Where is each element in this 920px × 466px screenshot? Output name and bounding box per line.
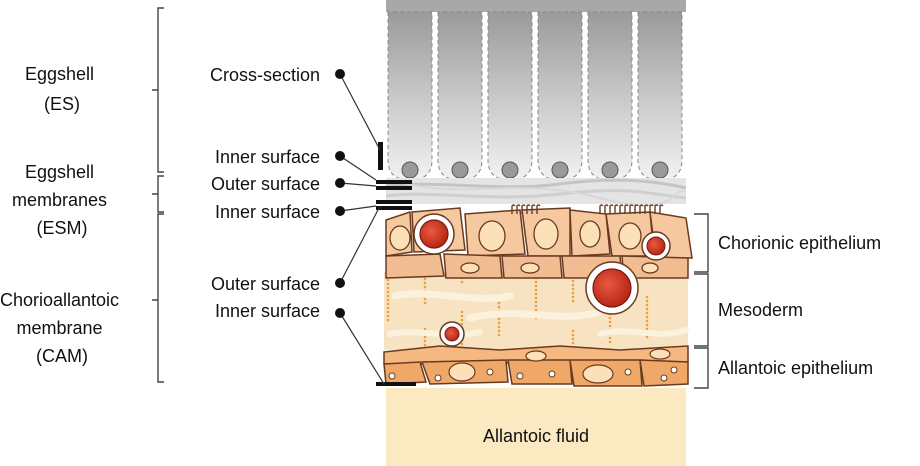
callout-leaders <box>339 73 385 385</box>
eggshell-column <box>387 11 433 181</box>
group-label-eggshell: Eggshell (ES) <box>25 64 99 114</box>
mammillary-knob <box>551 161 569 179</box>
callout-cam-outer-surface: Outer surface <box>211 274 320 294</box>
mammillary-knob <box>451 161 469 179</box>
group-label-eggshell-membranes: Eggshell membranes (ESM) <box>12 162 112 238</box>
callout-cross-section: Cross-section <box>210 65 320 85</box>
blood-vessels <box>413 213 671 347</box>
callout-eggshell-inner-surface: Inner surface <box>215 147 320 167</box>
mammillary-knob <box>401 161 419 179</box>
eggshell-column <box>537 11 583 181</box>
eggshell-column <box>637 11 683 181</box>
cell-nuclei <box>389 218 659 274</box>
callout-esm-outer-surface: Outer surface <box>211 174 320 194</box>
layer-label-chorionic-epithelium: Chorionic epithelium <box>718 233 881 253</box>
eggshell-column <box>437 11 483 181</box>
eggshell-column <box>587 11 633 181</box>
layer-braces <box>694 213 709 389</box>
layer-label-allantoic-epithelium: Allantoic epithelium <box>718 358 873 378</box>
layer-markers <box>376 142 416 386</box>
allantoic-fluid-region <box>386 388 686 466</box>
tissue-stack <box>383 0 693 466</box>
eggshell-column <box>487 11 533 181</box>
shell-top-bar <box>386 0 686 12</box>
group-braces <box>152 7 164 383</box>
group-label-chorioallantoic-membrane: Chorioallantoic membrane (CAM) <box>0 290 124 366</box>
eggshell-columns <box>387 11 683 181</box>
mammillary-knob <box>501 161 519 179</box>
allantoic-fluid-label: Allantoic fluid <box>483 426 589 446</box>
callout-dots <box>335 69 345 318</box>
mammillary-knob <box>601 161 619 179</box>
callout-cam-inner-surface: Inner surface <box>215 301 320 321</box>
mammillary-knob <box>651 161 669 179</box>
callout-esm-inner-surface: Inner surface <box>215 202 320 222</box>
layer-label-mesoderm: Mesoderm <box>718 300 803 320</box>
